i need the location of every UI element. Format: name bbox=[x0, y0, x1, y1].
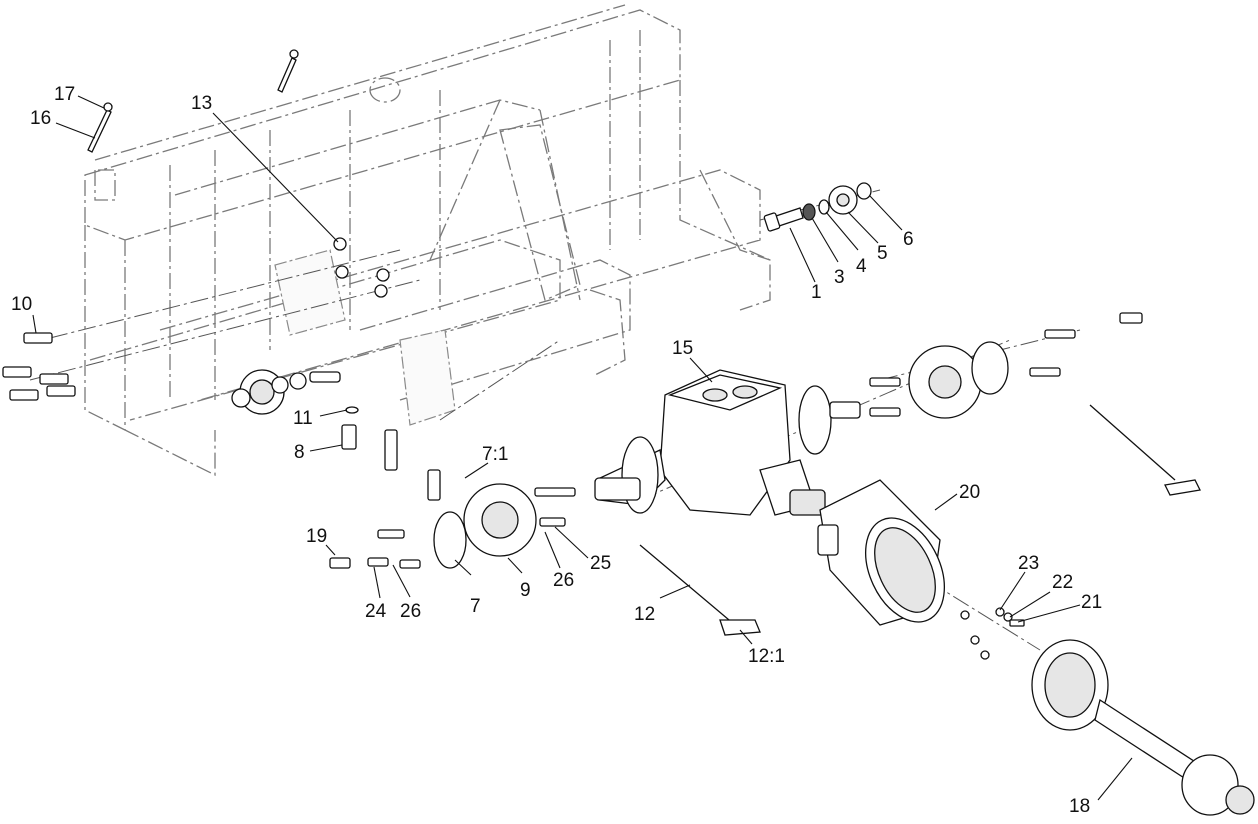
mower-frame-phantom bbox=[84, 4, 771, 477]
callout-12: 12 bbox=[634, 604, 655, 625]
callout-23: 23 bbox=[1018, 553, 1039, 574]
callout-6: 6 bbox=[903, 229, 914, 250]
callout-16: 16 bbox=[30, 108, 51, 129]
callout-7: 7 bbox=[470, 596, 481, 617]
callout-12-1: 12:1 bbox=[748, 646, 785, 667]
callout-7-1: 7:1 bbox=[482, 444, 508, 465]
bolt-part-8 bbox=[341, 406, 359, 450]
callout-8: 8 bbox=[294, 442, 305, 463]
bolts-center bbox=[384, 429, 441, 501]
callout-4: 4 bbox=[856, 256, 867, 277]
callout-26-right: 26 bbox=[553, 570, 574, 591]
callout-10: 10 bbox=[11, 294, 32, 315]
left-sprocket-flange bbox=[329, 483, 576, 569]
callout-19: 19 bbox=[306, 526, 327, 547]
callout-13: 13 bbox=[191, 93, 212, 114]
callout-3: 3 bbox=[834, 267, 845, 288]
callout-17: 17 bbox=[54, 84, 75, 105]
callout-21: 21 bbox=[1081, 592, 1102, 613]
callout-9: 9 bbox=[520, 580, 531, 601]
bolt-set-part-10 bbox=[2, 332, 76, 401]
drive-chain-right bbox=[1089, 404, 1201, 496]
drive-chain-left bbox=[639, 544, 761, 636]
callout-24: 24 bbox=[365, 601, 387, 622]
callout-20: 20 bbox=[959, 482, 980, 503]
fasteners-21-23 bbox=[960, 607, 1025, 660]
idler-sprocket-left bbox=[231, 369, 341, 415]
leader-lines bbox=[32, 95, 1133, 801]
callout-18: 18 bbox=[1069, 796, 1090, 817]
callout-22: 22 bbox=[1052, 572, 1073, 593]
callout-11: 11 bbox=[293, 408, 313, 429]
right-sprocket-flange bbox=[869, 312, 1143, 419]
pto-shaft-part-18 bbox=[1031, 639, 1255, 816]
callout-1: 1 bbox=[811, 282, 822, 303]
callout-15: 15 bbox=[672, 338, 693, 359]
pto-shield-part-20 bbox=[817, 479, 945, 626]
gearbox-part-15 bbox=[594, 369, 861, 516]
callout-25: 25 bbox=[590, 553, 611, 574]
callout-5: 5 bbox=[877, 243, 888, 264]
pin-parts-16-17 bbox=[87, 49, 299, 153]
callout-26-left: 26 bbox=[400, 601, 421, 622]
callout-labels: 1 3 4 5 6 7 7:1 8 9 10 11 12 12:1 13 15 … bbox=[11, 84, 1102, 817]
sprocket-assembly-upper-right bbox=[763, 182, 872, 232]
